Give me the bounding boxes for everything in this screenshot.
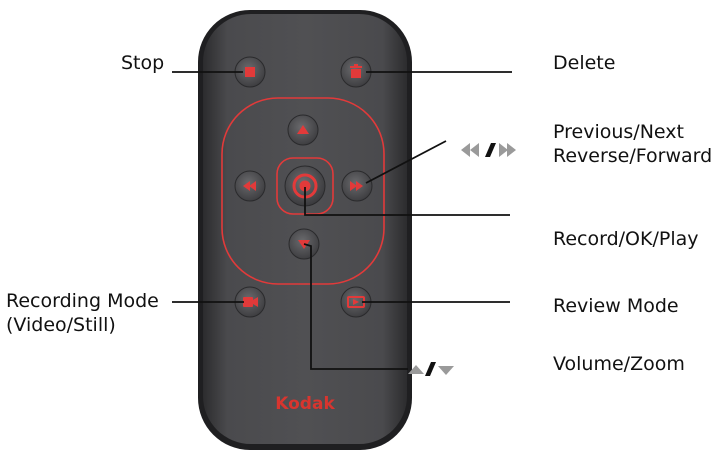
previous-button[interactable] bbox=[234, 170, 266, 202]
kodak-logo: Kodak bbox=[275, 394, 335, 414]
dpad-outer-ring bbox=[221, 97, 385, 285]
label-review-mode: Review Mode bbox=[553, 295, 679, 317]
next-button[interactable] bbox=[341, 170, 373, 202]
stop-icon bbox=[245, 67, 255, 77]
label-stop: Stop bbox=[121, 52, 165, 74]
fast-forward-icon bbox=[350, 181, 363, 191]
triangle-up-icon bbox=[408, 365, 424, 374]
volume-zoom-glyph bbox=[408, 362, 454, 376]
trash-icon bbox=[350, 64, 362, 78]
label-recording-mode-title: Recording Mode bbox=[6, 290, 159, 312]
label-reverse-forward: Reverse/Forward bbox=[553, 145, 713, 167]
label-prev-next-reverse-forward: Previous/Next Reverse/Forward bbox=[553, 120, 712, 168]
label-recording-mode-sub: (Video/Still) bbox=[6, 314, 116, 336]
prev-next-glyph bbox=[461, 143, 516, 157]
label-prev-next: Previous/Next bbox=[553, 121, 684, 143]
leader-lines bbox=[172, 71, 512, 370]
delete-button[interactable] bbox=[340, 56, 372, 88]
label-recording-mode: Recording Mode (Video/Still) bbox=[6, 289, 159, 337]
label-volume-zoom: Volume/Zoom bbox=[553, 353, 685, 375]
rewind-icon bbox=[243, 181, 256, 191]
label-delete: Delete bbox=[553, 52, 616, 74]
label-record-ok-play: Record/OK/Play bbox=[553, 228, 699, 250]
volume-up-button[interactable] bbox=[287, 114, 319, 146]
leader-volume-zoom bbox=[303, 243, 408, 370]
triangle-up-icon bbox=[297, 125, 309, 134]
video-camera-icon bbox=[243, 297, 258, 307]
leader-record bbox=[304, 187, 510, 216]
leader-prev-next bbox=[365, 140, 447, 184]
triangle-down-icon bbox=[438, 366, 454, 375]
